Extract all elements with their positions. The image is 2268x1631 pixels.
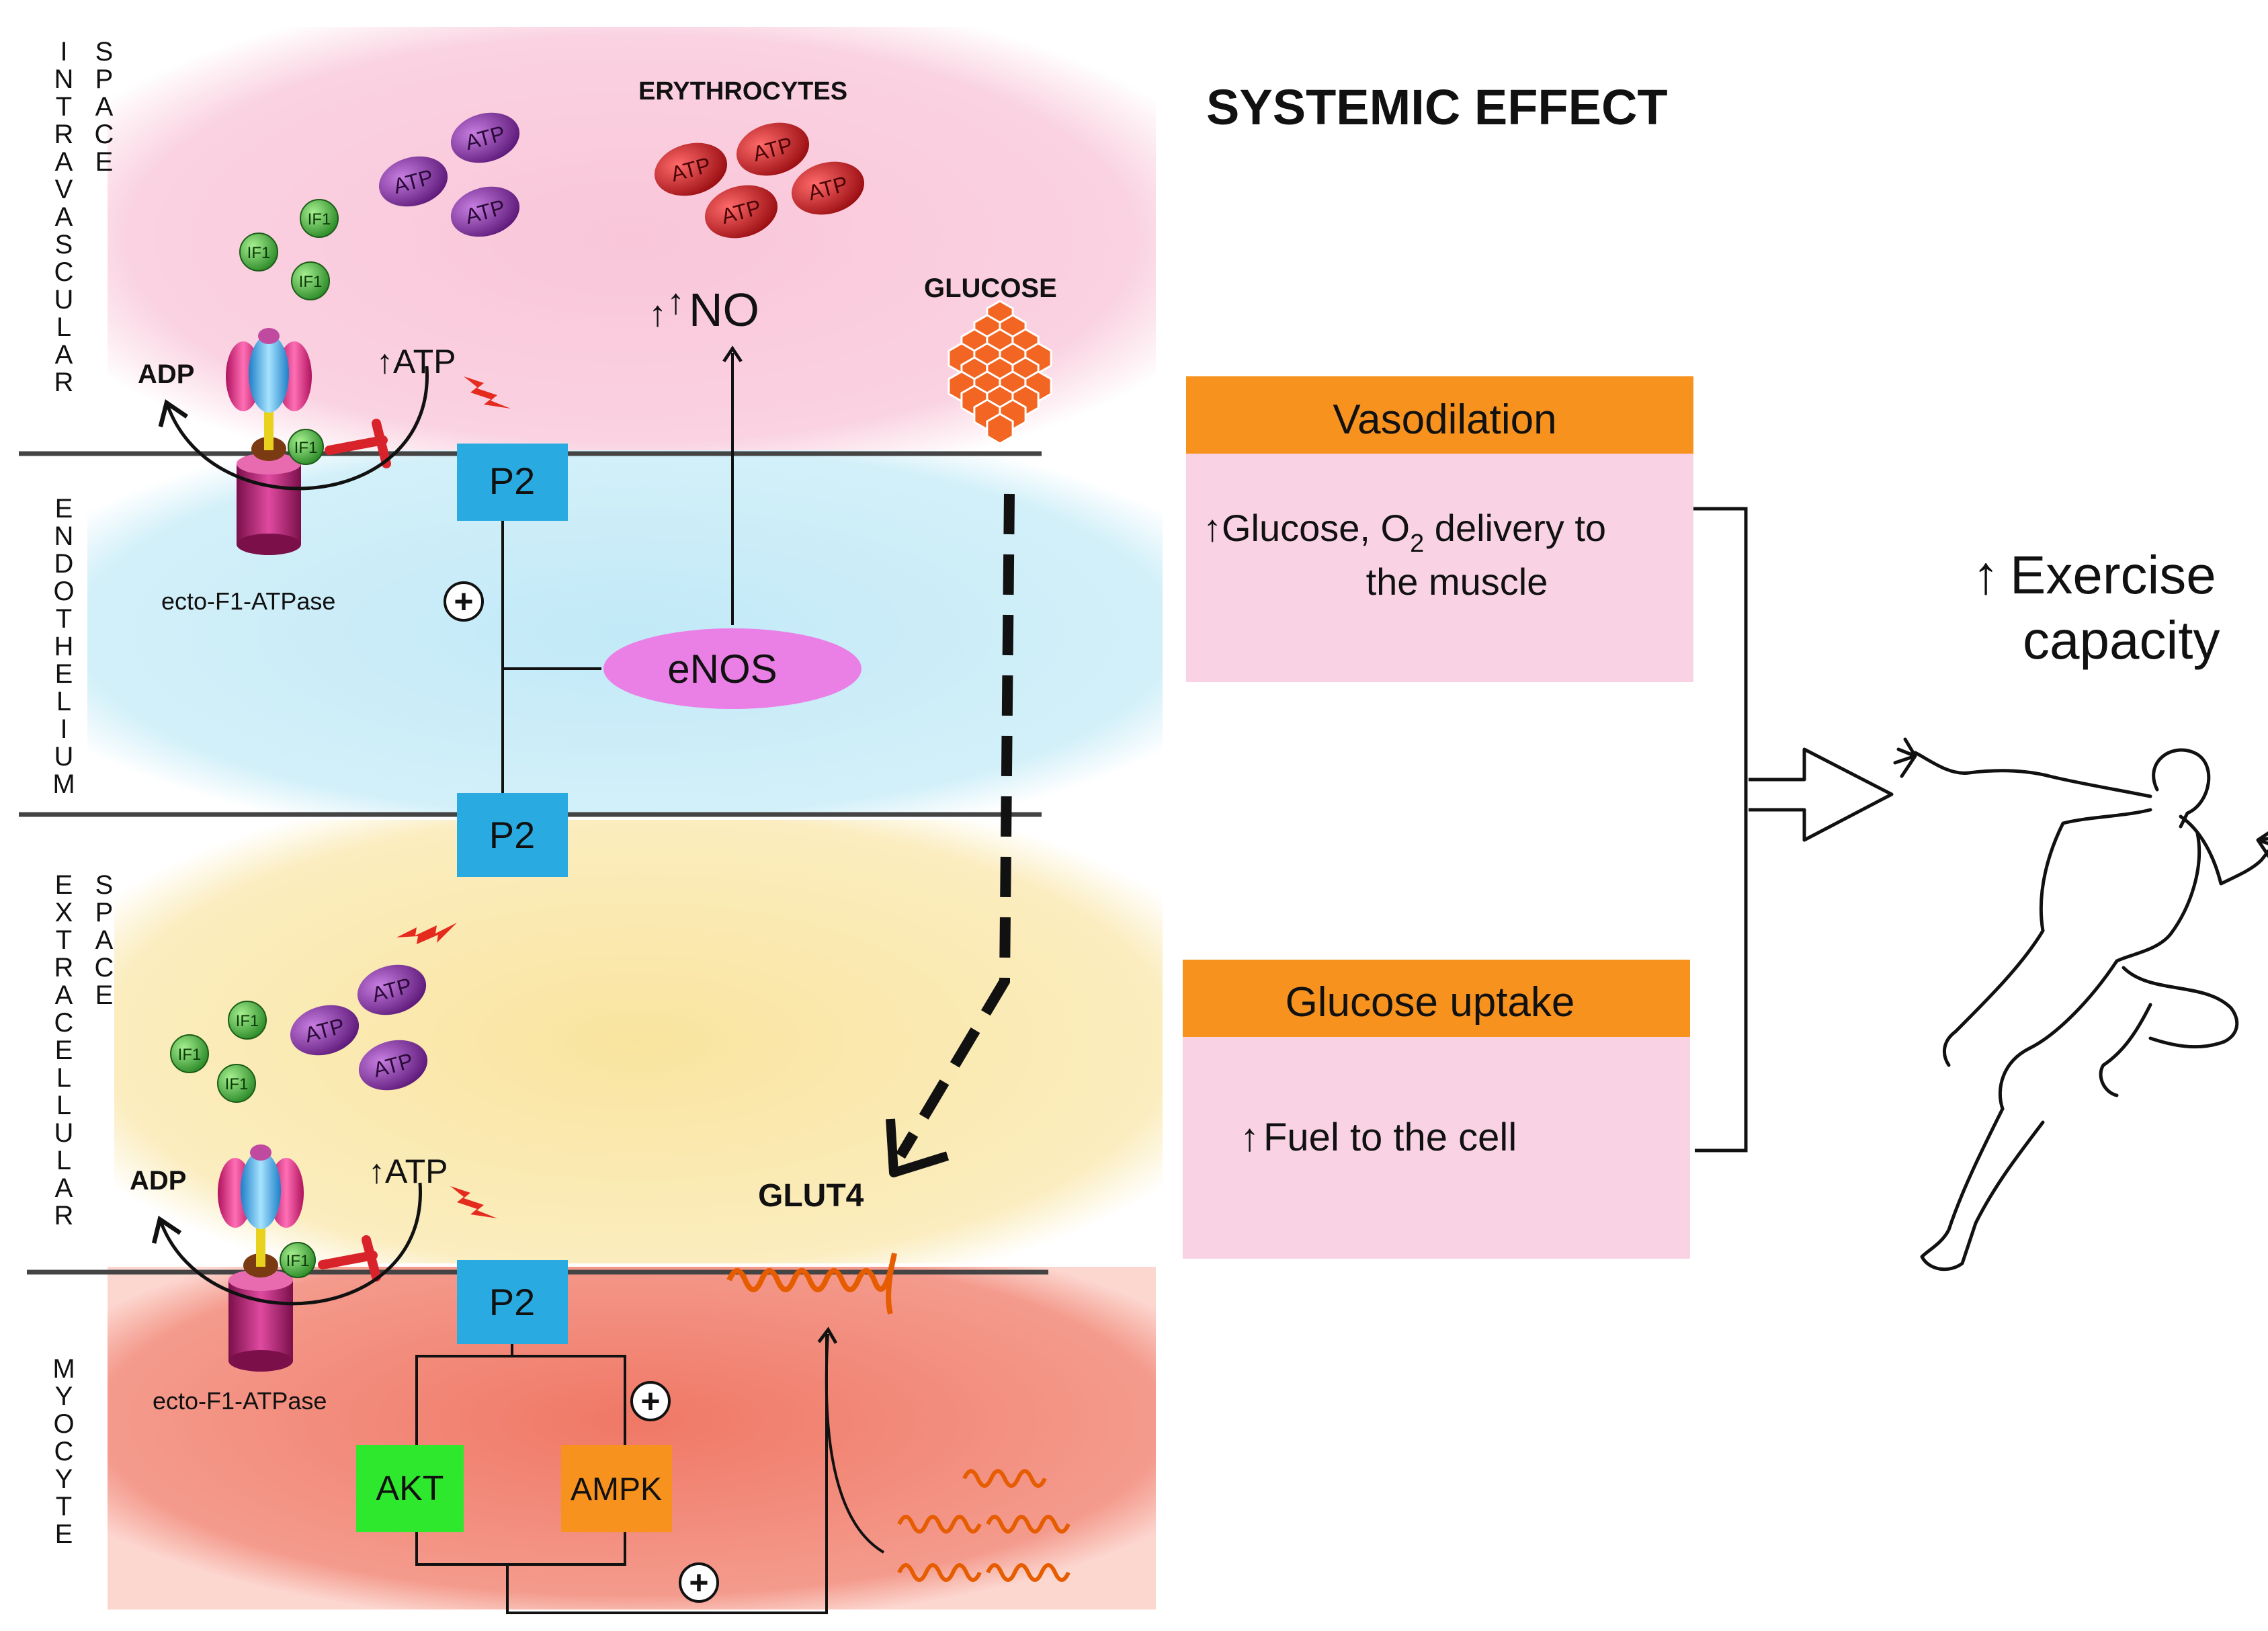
glut4-label: GLUT4: [758, 1178, 864, 1214]
runner-figure: [1893, 737, 2268, 1271]
p2-receptor-basal: P2: [457, 793, 568, 877]
adp-label-top: ADP: [138, 360, 194, 389]
vasodilation-box: Vasodilation ↑Glucose, O2 delivery to th…: [1186, 376, 1693, 682]
inhibition-symbol-top: [325, 419, 391, 468]
svg-text:P2: P2: [489, 460, 536, 502]
akt-node: AKT: [356, 1445, 464, 1532]
plus-symbol-myocyte-right: +: [630, 1381, 671, 1421]
glucose-cluster: [948, 300, 1052, 445]
vasodilation-line2: the muscle: [1366, 560, 1548, 603]
if1-tokens-extracellular: IF1 IF1 IF1: [170, 1001, 267, 1103]
glucose-uptake-line1: ↑Fuel to the cell: [1240, 1116, 1517, 1159]
ecto-f1-atpase-label-top: ecto-F1-ATPase: [161, 587, 335, 615]
svg-text:eNOS: eNOS: [667, 646, 777, 692]
plus-symbol-myocyte-bottom: +: [679, 1562, 719, 1603]
svg-text:+: +: [454, 583, 473, 620]
svg-text:+: +: [689, 1564, 708, 1601]
svg-text:+: +: [640, 1382, 660, 1420]
p2-receptor-apical: P2: [457, 444, 568, 521]
atp-tokens-purple-extracellular: ATP ATP ATP: [290, 964, 428, 1091]
svg-text:AMPK: AMPK: [571, 1472, 662, 1507]
hydrolysis-arrow-top: [158, 366, 429, 491]
no-label: ↑↑NO: [648, 282, 759, 336]
effects-bracket: [1693, 507, 1748, 1153]
diagram-title: SYSTEMIC EFFECT: [1206, 79, 1668, 135]
svg-text:P2: P2: [489, 814, 536, 856]
glut4-transporter-membrane: [726, 1253, 897, 1315]
svg-text:P2: P2: [489, 1281, 536, 1323]
inhibition-symbol-bottom: [318, 1235, 381, 1282]
svg-text:IF1: IF1: [225, 1075, 249, 1093]
outcome-line2: capacity: [2023, 610, 2220, 670]
svg-text:IF1: IF1: [178, 1046, 202, 1064]
svg-text:AKT: AKT: [376, 1469, 444, 1508]
atp-up-label-bottom: ↑ATP: [368, 1153, 448, 1190]
atp-tokens-purple-top: ATP ATP ATP: [378, 112, 520, 237]
glucose-uptake-title: Glucose uptake: [1286, 979, 1575, 1026]
enos-node: eNOS: [603, 628, 862, 709]
ampk-node: AMPK: [561, 1445, 672, 1532]
erythrocyte-atp-tokens: ATP ATP ATP ATP: [654, 122, 865, 239]
if1-tokens-top: IF1 IF1 IF1: [239, 199, 339, 300]
plus-symbol-endothelium: +: [444, 581, 484, 622]
svg-text:IF1: IF1: [299, 273, 323, 291]
glucose-label: GLUCOSE: [924, 274, 1057, 303]
if1-bound-top: IF1: [288, 429, 324, 465]
ecto-f1-atpase-label-bottom: ecto-F1-ATPase: [153, 1387, 327, 1415]
svg-text:IF1: IF1: [308, 210, 331, 228]
svg-text:IF1: IF1: [247, 244, 271, 262]
svg-text:IF1: IF1: [294, 439, 318, 457]
signal-bolt-top: [464, 376, 511, 409]
outcome-line1: ↑Exercise: [1972, 545, 2216, 605]
signal-bolt-extracellular: [396, 923, 457, 944]
p2-receptor-myocyte: P2: [457, 1260, 568, 1344]
erythrocytes-label: ERYTHROCYTES: [638, 77, 847, 106]
svg-text:IF1: IF1: [286, 1252, 310, 1270]
signal-bolt-bottom: [450, 1186, 497, 1218]
hydrolysis-arrow-bottom: [151, 1182, 422, 1306]
glucose-uptake-box: Glucose uptake ↑Fuel to the cell: [1183, 960, 1690, 1259]
outcome-arrow: [1749, 747, 1894, 842]
glucose-transport-arrowhead: [886, 1118, 950, 1177]
vasodilation-title: Vasodilation: [1333, 396, 1556, 443]
glucose-hexagon: [986, 413, 1014, 445]
atp-up-label-top: ↑ATP: [376, 343, 456, 380]
vasodilation-line1: ↑Glucose, O2 delivery to: [1203, 507, 1606, 558]
adp-label-bottom: ADP: [130, 1166, 186, 1196]
if1-bound-bottom: IF1: [280, 1242, 316, 1278]
svg-text:IF1: IF1: [236, 1012, 259, 1030]
glucose-transport-path: [896, 493, 1015, 1159]
endothelial-signaling-lines: [501, 521, 601, 793]
